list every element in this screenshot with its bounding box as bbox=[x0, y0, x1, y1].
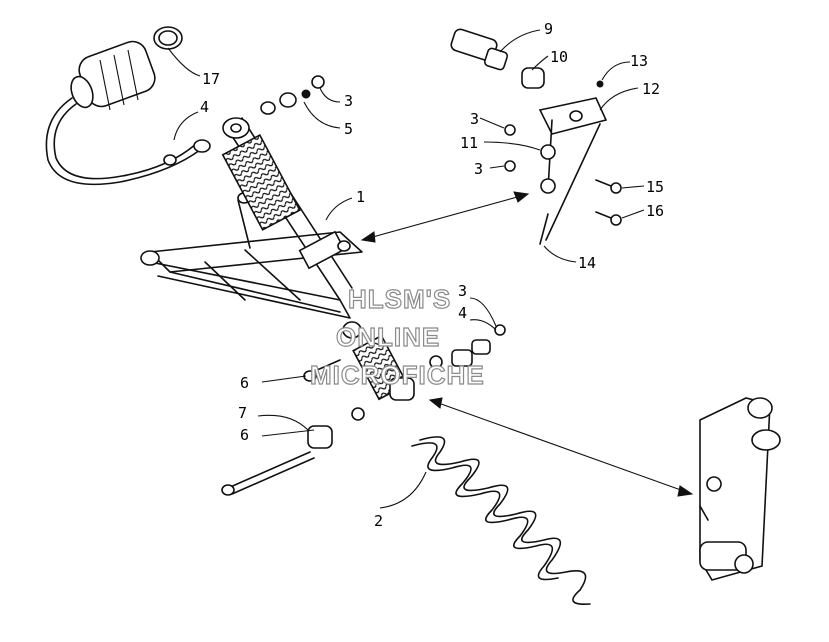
callout-4-top: 4 bbox=[200, 98, 209, 116]
callout-13: 13 bbox=[630, 52, 648, 70]
watermark-line-3: MICROFICHE bbox=[310, 360, 485, 390]
callout-9: 9 bbox=[544, 20, 553, 38]
alignment-arrows bbox=[360, 191, 694, 497]
callout-14: 14 bbox=[578, 254, 596, 272]
watermark-line-1: HLSM'S bbox=[348, 284, 451, 314]
callout-15: 15 bbox=[646, 178, 664, 196]
callout-17: 17 bbox=[202, 70, 220, 88]
bracket-assembly bbox=[450, 28, 622, 245]
callout-3-top: 3 bbox=[344, 92, 353, 110]
callout-11: 11 bbox=[460, 134, 478, 152]
callout-12: 12 bbox=[642, 80, 660, 98]
callout-7: 7 bbox=[238, 404, 247, 422]
callout-4-mid: 4 bbox=[458, 304, 467, 322]
callout-3-bracket-a: 3 bbox=[470, 110, 479, 128]
callout-2: 2 bbox=[374, 512, 383, 530]
remote-reservoir bbox=[45, 26, 211, 186]
callout-3-mid: 3 bbox=[458, 282, 467, 300]
lower-mount-hardware bbox=[221, 240, 506, 496]
top-mount-hardware bbox=[260, 75, 325, 115]
callout-10: 10 bbox=[550, 48, 568, 66]
callout-16: 16 bbox=[646, 202, 664, 220]
callout-1: 1 bbox=[356, 188, 365, 206]
rail-bracket bbox=[699, 397, 781, 581]
coil-spring bbox=[411, 436, 591, 606]
watermark: HLSM'S ONLINE MICROFICHE bbox=[309, 283, 485, 390]
watermark-line-2: ONLINE bbox=[336, 322, 440, 352]
shock-absorber bbox=[221, 117, 415, 401]
callout-leaders bbox=[167, 29, 645, 509]
callout-5: 5 bbox=[344, 120, 353, 138]
callout-3-bracket-b: 3 bbox=[474, 160, 483, 178]
callout-labels: 17 4 3 5 1 2 6 7 6 3 4 9 10 13 12 3 11 3… bbox=[200, 20, 664, 530]
callout-6: 6 bbox=[240, 374, 249, 392]
callout-8: 6 bbox=[240, 426, 249, 444]
